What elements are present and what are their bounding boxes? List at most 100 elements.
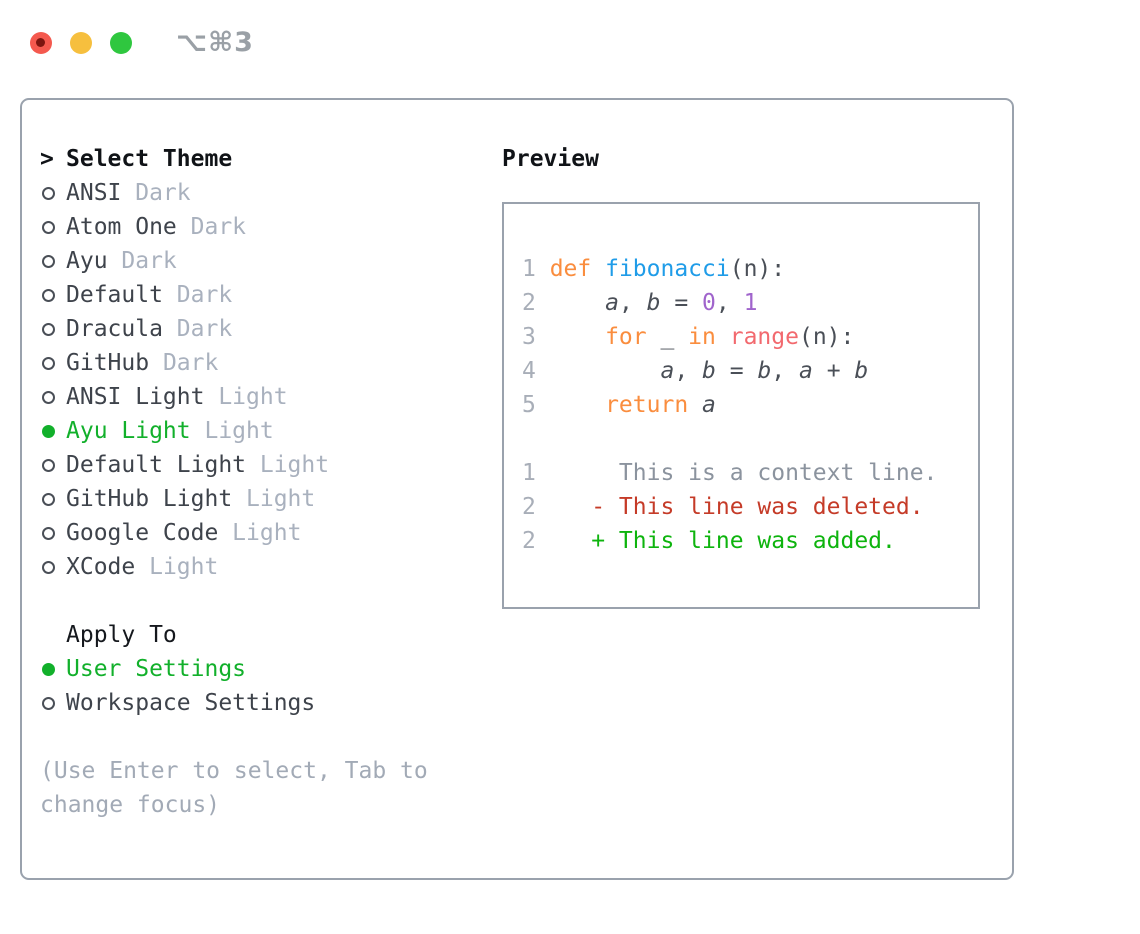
radio-icon — [40, 458, 66, 472]
radio-icon — [40, 288, 66, 302]
radio-circle — [42, 662, 55, 676]
code-token: a — [799, 358, 813, 384]
radio-circle — [42, 492, 55, 506]
line-number: 5 — [522, 392, 536, 418]
radio-circle — [42, 424, 55, 438]
code-token: - This line was deleted. — [549, 494, 924, 520]
theme-name: Ayu — [66, 248, 108, 274]
line-number: 2 — [522, 528, 536, 554]
code-token: (n): — [729, 256, 786, 282]
radio-icon — [40, 390, 66, 404]
theme-item[interactable]: GitHub Light Light — [40, 482, 480, 516]
theme-item[interactable]: GitHub Dark — [40, 346, 480, 380]
keyboard-hint: (Use Enter to select, Tab to change focu… — [40, 758, 428, 818]
theme-name: Google Code — [66, 520, 219, 546]
code-token — [688, 392, 702, 418]
code-line: 1 This is a context line. — [522, 456, 978, 490]
theme-variant: Dark — [107, 248, 177, 274]
theme-variant: Dark — [121, 180, 191, 206]
code-token: a — [605, 290, 619, 316]
code-token: (n): — [798, 324, 855, 350]
code-token: 0 — [702, 290, 716, 316]
select-theme-heading: > Select Theme — [40, 142, 480, 176]
radio-circle — [42, 526, 55, 540]
code-token: fibonacci — [605, 256, 730, 282]
code-line: 2 a, b = 0, 1 — [522, 286, 978, 320]
code-token: This is a context line. — [549, 460, 938, 486]
code-token: + This line was added. — [549, 528, 896, 554]
code-token — [550, 290, 605, 316]
code-token: b — [702, 358, 716, 384]
code-token: + — [812, 358, 855, 384]
theme-item[interactable]: Google Code Light — [40, 516, 480, 550]
theme-variant: Light — [232, 486, 316, 512]
code-token: def — [549, 256, 592, 282]
code-token: return — [605, 392, 689, 418]
radio-circle — [42, 186, 55, 200]
theme-name: XCode — [66, 554, 136, 580]
theme-name: Dracula — [66, 316, 163, 342]
apply-to-option[interactable]: User Settings — [40, 652, 480, 686]
theme-item[interactable]: Atom One Dark — [40, 210, 480, 244]
theme-variant: Dark — [176, 214, 247, 240]
window-shortcut-label: ⌥⌘3 — [176, 27, 254, 58]
line-number: 3 — [522, 324, 536, 350]
theme-item[interactable]: Ayu Light Light — [40, 414, 480, 448]
code-token — [550, 392, 605, 418]
theme-item[interactable]: Default Dark — [40, 278, 480, 312]
theme-name: Default Light — [66, 452, 247, 478]
code-token: , — [674, 358, 703, 384]
theme-item[interactable]: XCode Light — [40, 550, 480, 584]
line-number: 2 — [522, 290, 536, 316]
select-theme-title: Select Theme — [66, 146, 233, 172]
radio-icon — [40, 186, 66, 200]
radio-selected-icon — [40, 424, 66, 438]
code-line: 2 - This line was deleted. — [522, 490, 978, 524]
theme-item[interactable]: Ayu Dark — [40, 244, 480, 278]
close-button[interactable] — [30, 31, 52, 54]
theme-name: Atom One — [66, 214, 177, 240]
theme-item[interactable]: Dracula Dark — [40, 312, 480, 346]
radio-circle — [42, 390, 55, 404]
zoom-button[interactable] — [110, 31, 132, 54]
code-token: a — [660, 358, 675, 384]
theme-name: ANSI — [66, 180, 122, 206]
theme-variant: Dark — [162, 282, 233, 308]
code-token: b — [854, 358, 869, 384]
code-token: for — [605, 324, 647, 350]
theme-variant: Light — [218, 520, 302, 546]
apply-to-title: Apply To — [66, 622, 177, 648]
code-line: 5 return a — [522, 388, 978, 422]
theme-variant: Light — [190, 418, 274, 444]
radio-icon — [40, 696, 66, 710]
code-token: _ — [646, 324, 689, 350]
radio-icon — [40, 560, 66, 574]
theme-name: GitHub Light — [66, 486, 233, 512]
apply-to-option-label: User Settings — [66, 656, 247, 682]
radio-circle — [42, 696, 55, 710]
code-line: 4 a, b = b, a + b — [522, 354, 978, 388]
theme-name: ANSI Light — [66, 384, 205, 410]
minimize-button[interactable] — [70, 31, 92, 54]
theme-item[interactable]: ANSI Dark — [40, 176, 480, 210]
code-line: 2 + This line was added. — [522, 524, 978, 558]
code-line: 3 for _ in range(n): — [522, 320, 978, 354]
code-token — [550, 358, 661, 384]
theme-variant: Light — [204, 384, 288, 410]
preview-title: Preview — [502, 146, 599, 172]
line-number: 2 — [522, 494, 536, 520]
theme-variant: Light — [135, 554, 219, 580]
code-token — [716, 324, 730, 350]
titlebar: ⌥⌘3 — [30, 27, 254, 58]
theme-variant: Dark — [162, 316, 233, 342]
apply-to-option[interactable]: Workspace Settings — [40, 686, 480, 720]
theme-item[interactable]: ANSI Light Light — [40, 380, 480, 414]
radio-icon — [40, 356, 66, 370]
theme-item[interactable]: Default Light Light — [40, 448, 480, 482]
